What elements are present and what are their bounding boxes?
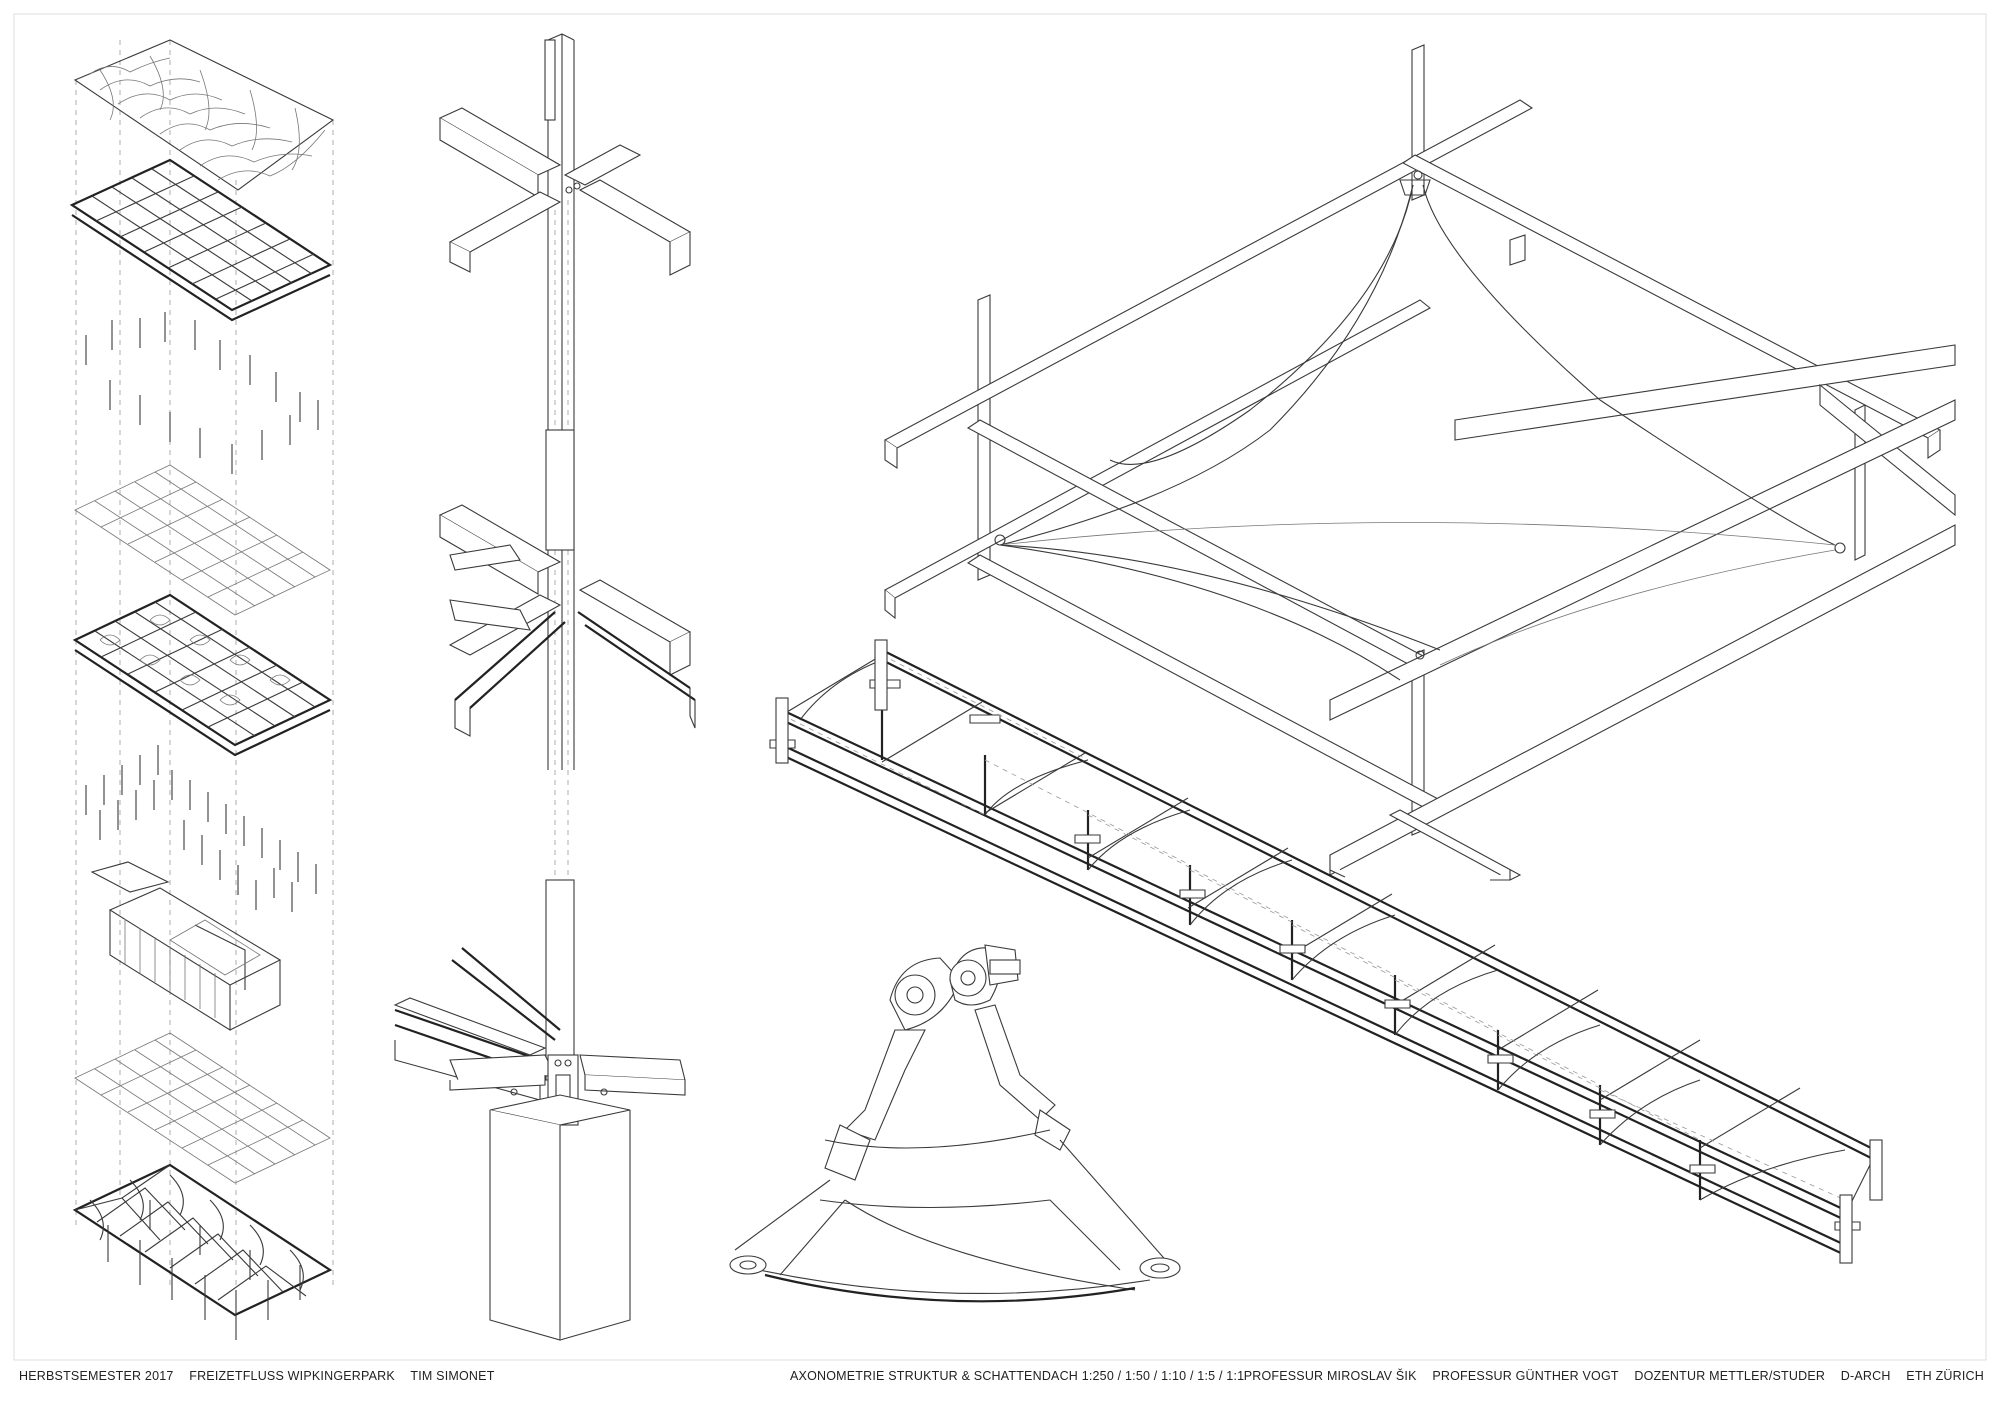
layer-entry-plate [90,861,170,893]
professor-1: PROFESSUR MIROSLAV ŠIK [1243,1369,1417,1383]
institution-info: PROFESSUR MIROSLAV ŠIK PROFESSUR GÜNTHER… [1244,1369,1984,1383]
sheet-frame [13,13,1987,1361]
membrane-clamp-detail [729,944,1181,1303]
university: ETH ZÜRICH [1906,1369,1984,1383]
drawing-title: AXONOMETRIE STRUKTUR & SCHATTENDACH 1:25… [790,1369,1245,1383]
layer-pavilion-volume [108,887,282,1031]
layer-ground-grid [74,1032,331,1184]
truss-girder-detail [769,639,1883,1264]
professor-2: PROFESSUR GÜNTHER VOGT [1432,1369,1619,1383]
layer-floor-grid-upper [74,464,331,616]
author-name: TIM SIMONET [410,1369,495,1383]
layer-hanging-rods-lower [85,745,317,912]
layer-truss-roof-columns [72,1163,333,1340]
layer-secondary-structure [72,593,333,757]
title-block-footer: HERBSTSEMESTER 2017 FREIZETFLUSS WIPKING… [0,1363,2000,1393]
layer-membrane-roof [73,39,335,191]
upper-beam-cross [438,107,692,276]
exploded-axonometry-stack [69,39,335,1340]
roof-module-detail [883,44,1956,881]
project-title: FREIZETFLUSS WIPKINGERPARK [189,1369,395,1383]
middle-beam-cross [438,429,696,737]
department: D-ARCH [1840,1369,1891,1383]
lecturers: DOZENTUR METTLER/STUDER [1634,1369,1826,1383]
layer-steel-grid [69,158,333,322]
column-connection-detail [393,33,696,1341]
project-info: HERBSTSEMESTER 2017 FREIZETFLUSS WIPKING… [19,1369,495,1383]
layer-hanging-rods-upper [85,312,319,474]
base-connection [393,879,686,1341]
semester-label: HERBSTSEMESTER 2017 [19,1369,174,1383]
